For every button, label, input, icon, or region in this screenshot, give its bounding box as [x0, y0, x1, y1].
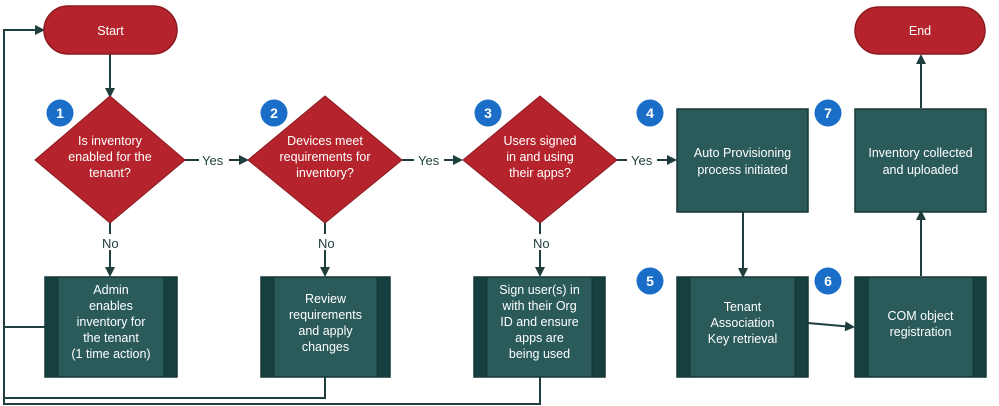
node-label-line: Users signed: [504, 134, 577, 148]
step-badge-1: 1: [46, 99, 74, 127]
node-label-line: tenant?: [89, 166, 131, 180]
step-badge-5: 5: [636, 267, 664, 295]
svg-text:6: 6: [824, 273, 832, 289]
node-label-line: Auto Provisioning: [694, 146, 791, 160]
svg-text:5: 5: [646, 273, 654, 289]
edge-label-no-1: No: [102, 236, 119, 251]
node-label-line: ID and ensure: [500, 315, 579, 329]
edge-label-no-2: No: [318, 236, 335, 251]
node-label-line: the tenant: [83, 331, 139, 345]
step-badge-2: 2: [260, 99, 288, 127]
node-label-line: requirements: [289, 308, 362, 322]
step-badge-7: 7: [814, 99, 842, 127]
svg-text:Start: Start: [97, 24, 124, 38]
node-label-line: Admin: [93, 283, 128, 297]
decision-inventory-enabled: Is inventory enabled for the tenant?: [34, 95, 186, 224]
node-label-line: with their Org: [501, 299, 576, 313]
node-label-line: being used: [509, 347, 570, 361]
edge-label-yes-3: Yes: [631, 153, 653, 168]
svg-text:4: 4: [646, 105, 654, 121]
svg-text:End: End: [909, 24, 931, 38]
node-label-line: inventory for: [77, 315, 146, 329]
node-label-line: and apply: [298, 324, 353, 338]
subprocess-admin-enables-inventory: Admin enables inventory for the tenant (1 ti…: [44, 276, 178, 378]
node-label-line: inventory?: [296, 166, 354, 180]
subprocess-sign-users-in: Sign user(s) in with their Org ID and ensu…: [473, 276, 606, 378]
process-inventory-collected: Inventory collected and uploaded: [854, 108, 987, 213]
process-auto-provisioning: Auto Provisioning process initiated: [676, 108, 809, 213]
node-label-line: apps are: [515, 331, 564, 345]
node-label-line: Tenant: [724, 300, 762, 314]
end-terminal: End: [854, 6, 986, 55]
decision-users-signed-in: Users signed in and using their apps?: [462, 95, 618, 224]
step-badge-4: 4: [636, 99, 664, 127]
node-label-line: in and using: [506, 150, 573, 164]
decision-devices-meet-requirements: Devices meet requirements for inventory?: [247, 95, 403, 224]
node-label-line: Review: [305, 292, 347, 306]
start-terminal: Start: [43, 5, 178, 55]
node-label-line: (1 time action): [71, 347, 150, 361]
step-badge-6: 6: [814, 267, 842, 295]
node-label-line: and uploaded: [883, 163, 959, 177]
svg-text:7: 7: [824, 105, 832, 121]
node-label-line: changes: [302, 340, 349, 354]
node-label-line: Key retrieval: [708, 332, 777, 346]
node-label-line: COM object: [888, 309, 955, 323]
node-label-line: Sign user(s) in: [499, 283, 580, 297]
node-label-line: requirements for: [279, 150, 370, 164]
edge-label-yes-2: Yes: [418, 153, 440, 168]
node-label-line: Inventory collected: [868, 146, 972, 160]
connectors: [3, 25, 926, 405]
svg-text:3: 3: [484, 105, 492, 121]
connector-review-loop: [3, 327, 326, 399]
node-label-line: registration: [890, 325, 952, 339]
svg-text:1: 1: [56, 105, 64, 121]
step-badges: 1 2 3 4 5 6 7: [46, 99, 842, 295]
step-badge-3: 3: [474, 99, 502, 127]
node-label-line: Association: [711, 316, 775, 330]
node-label-line: enables: [89, 299, 133, 313]
subprocess-com-object-registration: COM object registration: [854, 276, 987, 378]
connector-signin-loop: [3, 377, 541, 405]
edge-label-yes-1: Yes: [202, 153, 224, 168]
connector-tenant-to-com: [807, 321, 855, 332]
node-label-line: enabled for the: [68, 150, 151, 164]
connector-admin-loop-to-start: [3, 25, 45, 328]
edge-label-no-3: No: [533, 236, 550, 251]
node-label-line: Is inventory: [78, 134, 143, 148]
node-label-line: their apps?: [509, 166, 571, 180]
svg-text:2: 2: [270, 105, 278, 121]
edge-labels: Yes Yes Yes No No No: [100, 151, 657, 251]
node-label-line: Devices meet: [287, 134, 363, 148]
node-label-line: process initiated: [697, 163, 787, 177]
subprocess-review-requirements: Review requirements and apply changes: [260, 276, 391, 378]
